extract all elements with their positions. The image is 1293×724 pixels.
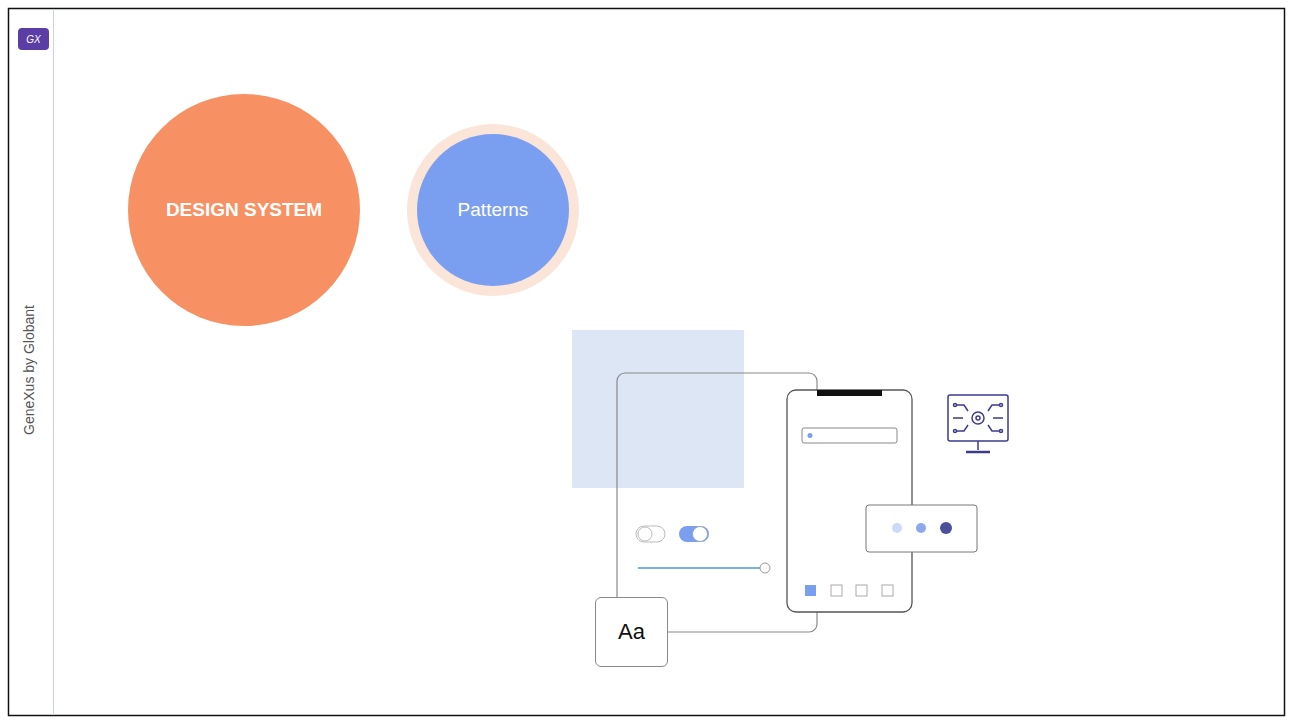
toggle-off bbox=[636, 526, 665, 542]
dots-card bbox=[866, 505, 977, 552]
circle-title: Patterns bbox=[458, 199, 529, 221]
monitor-icon bbox=[948, 395, 1008, 452]
type-sample-box: Aa bbox=[595, 597, 668, 667]
logo-badge: GX bbox=[18, 28, 49, 50]
pattern-ring bbox=[407, 124, 579, 296]
phone bbox=[787, 390, 912, 612]
logo-text: GX bbox=[26, 34, 40, 45]
side-rule bbox=[53, 9, 54, 715]
pattern-circle: Patterns bbox=[417, 134, 569, 286]
slide-frame bbox=[9, 9, 1285, 716]
type-sample: Aa bbox=[618, 619, 645, 645]
tint-square bbox=[572, 330, 744, 488]
vertical-brand: GeneXus by Globant bbox=[21, 305, 37, 435]
main-circle: DESIGN SYSTEM bbox=[128, 94, 360, 326]
slider-track bbox=[638, 567, 765, 569]
toggle-on bbox=[679, 526, 709, 542]
circle-title: DESIGN SYSTEM bbox=[166, 199, 322, 221]
slider-knob bbox=[760, 563, 770, 573]
